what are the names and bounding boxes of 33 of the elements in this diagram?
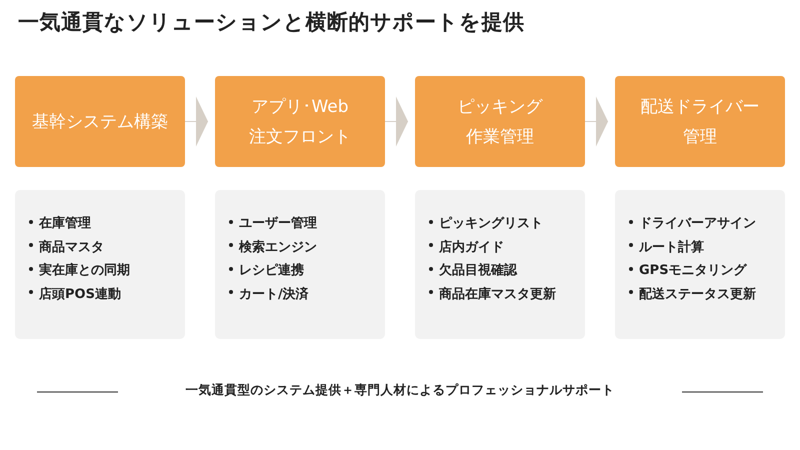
step-title: 配送ドライバー管理 — [640, 96, 760, 148]
bullet-item: 実在庫との同期 — [39, 263, 130, 278]
step-box — [615, 76, 785, 167]
step-title: ピッキング作業管理 — [458, 96, 542, 148]
bullet-item: 店頭POS連動 — [39, 286, 121, 302]
feature-card — [415, 190, 585, 339]
bullet-item: 在庫管理 — [39, 216, 91, 231]
feature-card — [215, 190, 385, 339]
bullet-item: 配送ステータス更新 — [639, 286, 756, 302]
bullet-item: GPSモニタリング — [639, 263, 747, 278]
bullet-item: 店内ガイド — [439, 240, 504, 254]
bullet-item: ピッキングリスト — [439, 216, 543, 231]
bullet-item: レシピ連携 — [239, 263, 304, 278]
chevron-arrow — [184, 96, 208, 146]
title: 一気通貫なソリューションと横断的サポートを提供 — [18, 9, 524, 36]
chevron-arrow — [384, 96, 408, 146]
bullet-item: 商品マスタ — [39, 240, 104, 254]
chevron-arrow — [584, 96, 608, 146]
feature-card — [615, 190, 785, 339]
step-box — [15, 76, 185, 167]
bullet-item: 検索エンジン — [239, 240, 317, 254]
feature-card — [15, 190, 185, 339]
bullet-item: 欠品目視確認 — [439, 263, 517, 278]
bullet-item: ドライバーアサイン — [639, 216, 756, 231]
bullet-item: ルート計算 — [639, 240, 704, 254]
bullet-item: ユーザー管理 — [239, 216, 317, 231]
bullet-item: 商品在庫マスタ更新 — [439, 286, 556, 302]
summary-text: 一気通貫型のシステム提供＋専門人材によるプロフェッショナルサポート — [186, 382, 614, 399]
bullet-item: カート/決済 — [239, 286, 309, 302]
step-title: 基幹システム構築 — [32, 110, 168, 134]
step-box — [215, 76, 385, 167]
step-box — [415, 76, 585, 167]
step-title: アプリ･Web注文フロント — [249, 96, 351, 148]
